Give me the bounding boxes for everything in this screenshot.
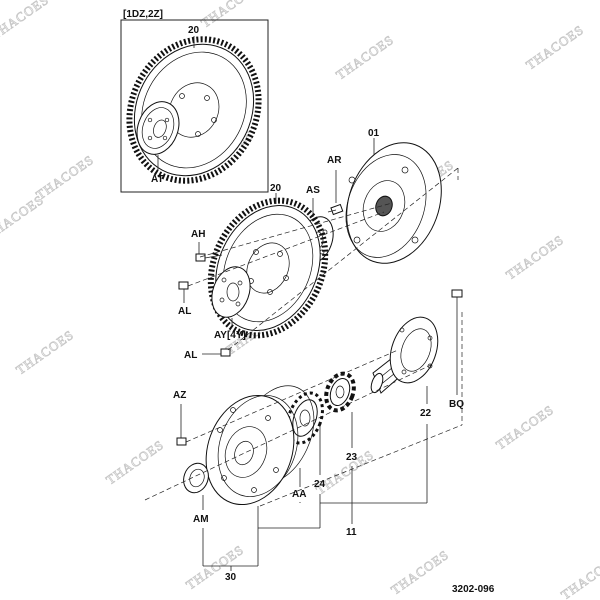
label-aa: AA (292, 489, 306, 500)
label-24: 24 (314, 479, 326, 490)
label-11: 11 (346, 527, 357, 538)
watermark: THACOES (33, 152, 96, 203)
label-az: AZ (173, 390, 186, 401)
watermark: THACOES (503, 232, 566, 283)
bolt-al-top (178, 281, 189, 297)
label-as: AS (306, 185, 320, 196)
label-ay: AY[4Y] (214, 330, 246, 341)
watermark: THACOES (198, 0, 261, 30)
label-01: 01 (368, 128, 380, 139)
label-at: AT (151, 174, 164, 185)
ring-gear-20 (207, 197, 329, 339)
bolt-ah (195, 253, 223, 262)
watermark: THACOES (0, 192, 47, 243)
watermark: THACOES (333, 32, 396, 83)
watermark: THACOES (183, 542, 246, 593)
label-ar: AR (327, 155, 342, 166)
drawing-number: 3202-096 (452, 584, 495, 595)
bolt-ar (327, 203, 344, 216)
bolt-bq (451, 289, 463, 305)
shaft-22 (370, 316, 439, 394)
part-01-housing (345, 142, 442, 264)
watermark: THACOES (388, 547, 451, 598)
seal-am (183, 462, 209, 494)
middle-dashed-lines (187, 167, 459, 351)
label-22: 22 (420, 408, 432, 419)
bolt-az (176, 437, 187, 446)
watermark: THACOES (493, 402, 556, 453)
label-20-inset: 20 (188, 25, 200, 36)
watermark: THACOES (0, 0, 52, 42)
gear-23 (324, 371, 356, 413)
label-al-bottom: AL (184, 350, 197, 361)
bracket-30 (202, 503, 321, 571)
bracket-11 (299, 424, 428, 524)
inset-flange (136, 101, 180, 155)
bolt-al-bottom (220, 348, 231, 357)
label-23: 23 (346, 452, 358, 463)
flange-ay (211, 266, 251, 318)
lower-dashed-lines (144, 312, 463, 507)
label-am: AM (193, 514, 209, 525)
label-ah: AH (191, 229, 205, 240)
watermark: THACOES (558, 552, 600, 600)
label-30: 30 (225, 572, 237, 583)
label-20-main: 20 (270, 183, 282, 194)
pump-body-30 (205, 394, 299, 506)
watermark: THACOES (13, 327, 76, 378)
watermark: THACOES (103, 437, 166, 488)
inset-box: [1DZ,2Z] 20 AT (120, 9, 269, 193)
inset-caption: [1DZ,2Z] (123, 9, 163, 20)
watermark: THACOES (523, 22, 586, 73)
label-al-top: AL (178, 306, 191, 317)
label-bq: BQ (449, 399, 464, 410)
